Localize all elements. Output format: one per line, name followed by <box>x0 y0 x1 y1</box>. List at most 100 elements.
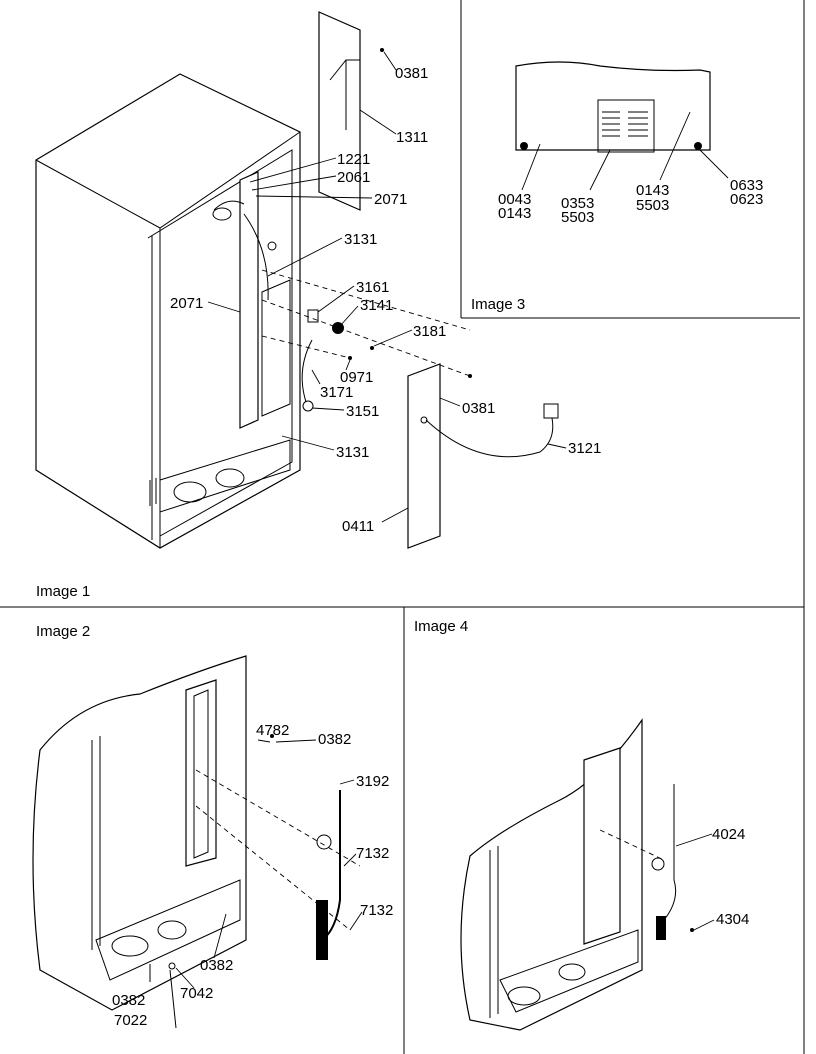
back-panel-flange <box>147 149 293 537</box>
evaporator-channel <box>583 747 621 945</box>
leader-7132b <box>349 911 363 931</box>
callout-7042: 7042 <box>180 985 213 1002</box>
image1-drawing <box>35 11 567 549</box>
callout-1221: 1221 <box>337 151 370 168</box>
leader-0633 <box>699 149 729 179</box>
leader-2071a <box>255 195 373 199</box>
callout-0382: 0382 <box>318 731 351 748</box>
callout-3171: 3171 <box>320 384 353 401</box>
cabinet-flange <box>91 736 101 950</box>
callout-0971: 0971 <box>340 369 373 386</box>
valve-bracket <box>261 279 291 417</box>
callout-0382-bottom: 0382 <box>112 992 145 1009</box>
callout-0381-lower: 0381 <box>462 400 495 417</box>
leader-3171 <box>311 369 321 385</box>
connector-4304 <box>656 916 666 940</box>
callout-4304: 4304 <box>716 911 749 928</box>
machine-compartment <box>95 879 241 981</box>
leader-7132a <box>343 853 357 867</box>
callout-3192: 3192 <box>356 773 389 790</box>
wire-harness-3121 <box>425 417 554 458</box>
leader-4024 <box>675 833 713 847</box>
valve-assembly <box>651 857 665 871</box>
panel-hole <box>420 416 428 424</box>
leader-0381b <box>439 397 461 407</box>
leader-0382b <box>213 913 227 959</box>
leader-4304 <box>693 919 715 931</box>
compressor <box>111 935 149 957</box>
screw-4304 <box>690 928 694 932</box>
vent-slots <box>149 478 157 506</box>
leader-3161 <box>317 285 355 313</box>
screw-4782 <box>270 734 274 738</box>
callout-0382-middle: 0382 <box>200 957 233 974</box>
leader-0353 <box>589 149 611 191</box>
leader-0043 <box>521 143 541 191</box>
caption-image4: Image 4 <box>414 618 468 635</box>
leveling-leg-right <box>694 142 702 150</box>
evaporator-channel <box>185 679 217 867</box>
callout-0381: 0381 <box>395 65 428 82</box>
leveling-leg-left <box>520 142 528 150</box>
panel-cutout <box>329 59 360 130</box>
fridge-cabinet <box>35 73 301 549</box>
leader-2071b <box>207 301 241 313</box>
assembly-line-2 <box>261 335 351 359</box>
condenser-fan <box>215 468 245 488</box>
wire-harness <box>316 900 328 960</box>
callout-2071-left: 2071 <box>170 295 203 312</box>
callout-0411: 0411 <box>342 518 374 535</box>
leader-3192 <box>339 779 355 785</box>
compressor <box>507 986 541 1006</box>
fan-motor <box>157 920 187 940</box>
callout-0143: 0143 <box>498 205 531 222</box>
cabinet-flange <box>489 846 499 1018</box>
leader-1221 <box>249 157 337 183</box>
callout-2061: 2061 <box>337 169 370 186</box>
callout-5503-right: 5503 <box>636 197 669 214</box>
compressor-compartment <box>159 439 291 513</box>
cover-panel-0411 <box>407 363 441 549</box>
top-tube <box>213 200 245 211</box>
clip-7042 <box>168 962 176 970</box>
image4-drawing <box>460 718 715 1031</box>
callout-3131: 3131 <box>344 231 377 248</box>
fitting-3151 <box>302 400 314 412</box>
callout-0143-right: 0143 <box>636 182 669 199</box>
leader-3121 <box>547 443 567 449</box>
leader-3131b <box>281 435 335 451</box>
callout-3161: 3161 <box>356 279 389 296</box>
leader-1311 <box>359 109 397 135</box>
leader-0381a <box>383 51 397 71</box>
callout-4782: 4782 <box>256 722 289 739</box>
screw-3181 <box>370 346 374 350</box>
compressor <box>173 481 207 503</box>
image2-drawing <box>32 655 363 1029</box>
channel-inner <box>193 689 209 859</box>
screw-0971 <box>348 356 352 360</box>
callout-5503: 5503 <box>561 209 594 226</box>
callout-0623: 0623 <box>730 191 763 208</box>
leader-0411 <box>381 507 409 523</box>
callout-3181: 3181 <box>413 323 446 340</box>
callout-7022: 7022 <box>114 1012 147 1029</box>
caption-image2: Image 2 <box>36 623 90 640</box>
harness-connector <box>543 403 559 419</box>
leader-3151 <box>311 407 345 411</box>
back-channel <box>239 171 259 429</box>
callout-0633: 0633 <box>730 177 763 194</box>
callout-0353: 0353 <box>561 195 594 212</box>
drain-tube-7022 <box>169 969 177 1029</box>
assembly-line-1 <box>261 299 471 377</box>
condenser-grille <box>602 111 648 137</box>
screw-0381-lower <box>468 374 472 378</box>
callout-7132: 7132 <box>356 845 389 862</box>
fan-motor <box>558 963 586 981</box>
leader-0143b <box>659 111 691 181</box>
callout-0043: 0043 <box>498 191 531 208</box>
caption-image3: Image 3 <box>471 296 525 313</box>
leader-3181 <box>373 329 413 347</box>
